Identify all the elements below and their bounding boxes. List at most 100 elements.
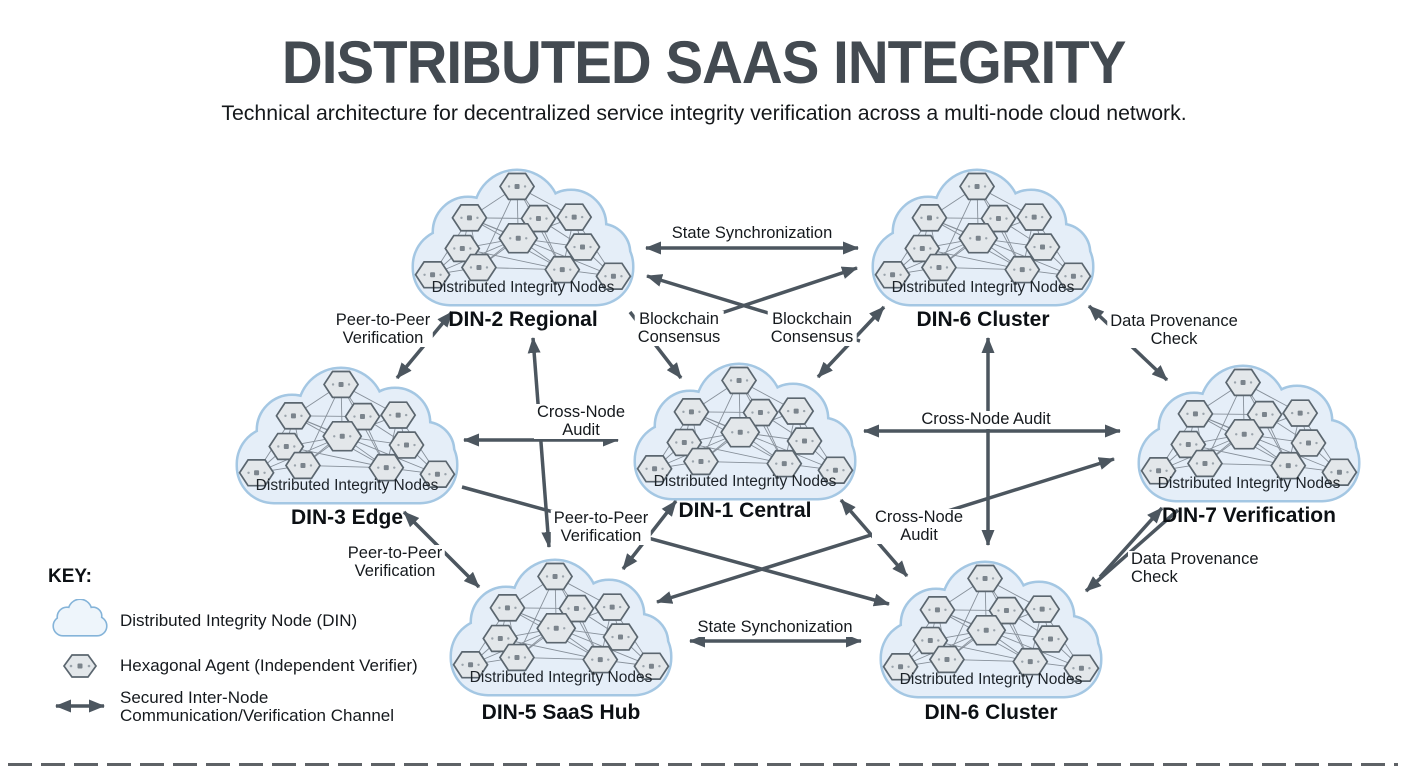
hexagon-agent-icon xyxy=(322,420,363,452)
channel-arrows-layer xyxy=(395,241,1180,648)
din-caption-din6t: Distributed Integrity Nodes xyxy=(891,279,1075,296)
din-caption-din7: Distributed Integrity Nodes xyxy=(1157,475,1341,492)
hexagon-agent-icon xyxy=(1016,203,1053,231)
page-subtitle: Technical architecture for decentralized… xyxy=(221,101,1187,125)
hexagon-agent-icon xyxy=(1063,654,1100,683)
bottom-edge-artifact xyxy=(8,763,1398,766)
edge-label-10: State Synchonization xyxy=(694,618,856,637)
hexagon-agent-icon xyxy=(967,564,1004,593)
cloud-icon xyxy=(52,599,108,637)
hexagon-agent-icon xyxy=(1290,429,1327,457)
hexagon-agent-icon xyxy=(556,203,593,231)
node-label-din3: DIN-3 Edge xyxy=(290,506,404,529)
hexagon-agent-icon xyxy=(1032,625,1069,653)
din-cloud-din1 xyxy=(633,362,857,501)
edge-label-0: State Synchronization xyxy=(668,224,836,243)
hexagon-agent-icon xyxy=(323,370,360,399)
hexagon-agent-icon xyxy=(489,594,526,622)
hexagon-agent-icon xyxy=(920,253,957,282)
channel-arrow xyxy=(527,337,555,548)
hexagon-agent-icon xyxy=(451,204,488,232)
din-cloud-din5 xyxy=(449,558,673,697)
din-cloud-din6t xyxy=(871,168,1095,307)
key-label-agent: Hexagonal Agent (Independent Verifier) xyxy=(120,656,418,675)
hexagon-agent-icon xyxy=(1012,647,1049,676)
channel-arrow xyxy=(1098,506,1164,579)
hexagon-agent-icon xyxy=(636,454,673,483)
hexagon-agent-icon xyxy=(452,650,489,679)
hexagon-agent-icon xyxy=(368,453,405,482)
din-caption-din2: Distributed Integrity Nodes xyxy=(431,279,615,296)
din-cloud-din6b xyxy=(879,560,1103,699)
node-label-din6t: DIN-6 Cluster xyxy=(916,308,1050,331)
din-clouds-layer xyxy=(235,168,1361,699)
key-heading: KEY: xyxy=(48,566,92,587)
node-label-din6b: DIN-6 Cluster xyxy=(924,701,1058,724)
din-caption-din3: Distributed Integrity Nodes xyxy=(255,477,439,494)
hexagon-agent-icon xyxy=(1225,368,1262,397)
din-cloud-din7 xyxy=(1137,364,1361,503)
node-label-din7: DIN-7 Verification xyxy=(1162,504,1336,527)
hexagon-icon xyxy=(62,654,98,678)
hexagon-agent-icon xyxy=(633,652,670,681)
header: DISTRIBUTED SAAS INTEGRITY Technical arc… xyxy=(0,28,1408,126)
hexagon-agent-icon xyxy=(275,402,312,430)
hexagon-agent-icon xyxy=(1055,262,1092,291)
din-cloud-din2 xyxy=(411,168,635,307)
hexagon-agent-icon xyxy=(928,645,965,674)
hexagon-agent-icon xyxy=(498,222,539,254)
din-caption-din1: Distributed Integrity Nodes xyxy=(653,473,837,490)
hexagon-agent-icon xyxy=(1270,451,1307,480)
hexagon-agent-icon xyxy=(544,255,581,284)
hexagon-agent-icon xyxy=(498,643,535,672)
hexagon-agent-icon xyxy=(536,612,577,644)
hexagon-agent-icon xyxy=(1321,458,1358,487)
hexagon-agent-icon xyxy=(720,416,761,448)
hexagon-agent-icon xyxy=(919,596,956,624)
page-title: DISTRIBUTED SAAS INTEGRITY xyxy=(282,29,1126,96)
hexagon-agent-icon xyxy=(380,401,417,429)
hexagon-agent-icon xyxy=(419,460,456,489)
hexagon-agent-icon xyxy=(414,260,451,289)
hexagon-agent-icon xyxy=(499,172,536,201)
hexagon-agent-icon xyxy=(1282,399,1319,427)
hexagon-agent-icon xyxy=(874,260,911,289)
hexagon-agent-icon xyxy=(284,451,321,480)
hexagon-agent-icon xyxy=(602,623,639,651)
hexagon-agent-icon xyxy=(673,398,710,426)
hexagon-agent-icon xyxy=(238,458,275,487)
hexagon-agent-icon xyxy=(980,204,1017,233)
hexagon-agent-icon xyxy=(460,253,497,282)
hexagon-agent-icon xyxy=(1024,595,1061,623)
hexagon-agent-icon xyxy=(988,596,1025,625)
hexagon-agent-icon xyxy=(1140,456,1177,485)
hexagon-agent-icon xyxy=(594,593,631,621)
hexagon-agent-icon xyxy=(564,233,601,261)
hexagon-agent-icon xyxy=(786,427,823,455)
hexagon-agent-icon xyxy=(1186,449,1223,478)
hexagon-agent-icon xyxy=(966,614,1007,646)
din-caption-din5: Distributed Integrity Nodes xyxy=(469,669,653,686)
node-label-din1: DIN-1 Central xyxy=(678,499,812,522)
key-label-channel: Secured Inter-Node Communication/Verific… xyxy=(120,688,395,725)
edge-label-5: Cross-Node Audit xyxy=(918,410,1054,429)
hexagon-agent-icon xyxy=(1177,400,1214,428)
hexagon-agent-icon xyxy=(388,431,425,459)
hexagon-agent-icon xyxy=(721,366,758,395)
hexagon-agent-icon xyxy=(1024,233,1061,261)
hexagon-agent-icon xyxy=(959,172,996,201)
hexagon-agent-icon xyxy=(911,204,948,232)
hexagon-agent-icon xyxy=(1004,255,1041,284)
hexagon-agent-icon xyxy=(682,447,719,476)
hexagon-agent-icon xyxy=(595,262,632,291)
